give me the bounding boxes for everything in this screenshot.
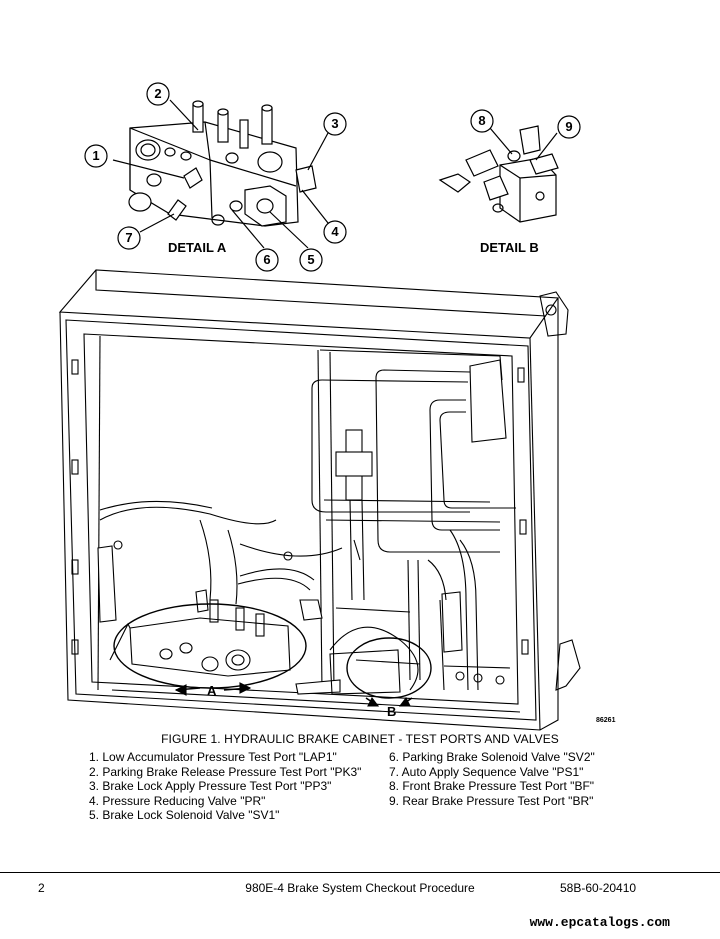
brake-cabinet-drawing: [58, 269, 581, 731]
view-a-label: A: [207, 683, 217, 698]
callout-7: 7: [125, 230, 133, 245]
document-title: 980E-4 Brake System Checkout Procedure: [245, 881, 475, 895]
legend-right-column: 6. Parking Brake Solenoid Valve "SV2" 7.…: [389, 750, 595, 808]
callout-6: 6: [263, 252, 271, 267]
legend-item: 3. Brake Lock Apply Pressure Test Port "…: [89, 779, 332, 793]
footer-divider: [0, 872, 720, 873]
legend-item: 8. Front Brake Pressure Test Port "BF": [389, 779, 595, 793]
detail-b-label: DETAIL B: [480, 240, 539, 255]
detail-a-manifold-drawing: [128, 100, 317, 227]
watermark-url: www.epcatalogs.com: [529, 915, 670, 930]
callout-9: 9: [565, 119, 573, 134]
figure-reference-number: 86261: [596, 717, 616, 724]
legend-item: 5. Brake Lock Solenoid Valve "SV1": [89, 808, 280, 822]
page-number: 2: [38, 881, 45, 895]
callout-markers: [84, 82, 581, 272]
legend-item: 6. Parking Brake Solenoid Valve "SV2": [389, 750, 595, 764]
legend-item: 4. Pressure Reducing Valve "PR": [89, 793, 266, 808]
view-b-label: B: [387, 704, 397, 719]
legend-left-column: 1. Low Accumulator Pressure Test Port "L…: [89, 750, 361, 823]
legend-item: 2. Parking Brake Release Pressure Test P…: [89, 764, 362, 779]
document-number: 58B-60-20410: [560, 881, 637, 895]
figure-caption: FIGURE 1. HYDRAULIC BRAKE CABINET - TEST…: [161, 732, 559, 746]
callout-8: 8: [478, 113, 486, 128]
detail-b-valve-drawing: [438, 125, 559, 223]
callout-2: 2: [154, 86, 162, 101]
callout-1: 1: [92, 148, 100, 163]
legend-item: 9. Rear Brake Pressure Test Port "BR": [389, 793, 594, 808]
callout-3: 3: [331, 116, 339, 131]
legend-item: 1. Low Accumulator Pressure Test Port "L…: [89, 750, 337, 764]
legend-item: 7. Auto Apply Sequence Valve "PS1": [389, 764, 584, 779]
callout-5: 5: [307, 252, 315, 267]
detail-a-label: DETAIL A: [168, 240, 227, 255]
callout-4: 4: [331, 224, 339, 239]
